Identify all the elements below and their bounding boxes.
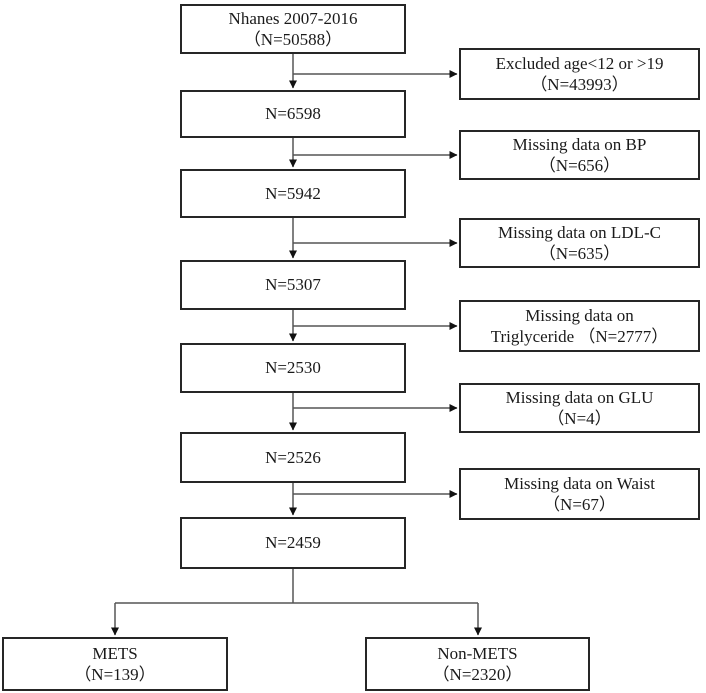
exclusion-box-glu: Missing data on GLU （N=4） (459, 383, 700, 433)
flow-box-n6598: N=6598 (180, 90, 406, 138)
exclusion-count: （N=656） (538, 156, 621, 175)
flow-box-count: N=2459 (265, 533, 321, 553)
exclusion-box-triglyceride: Missing data on Triglyceride （N=2777） (459, 300, 700, 352)
flow-box-n5942: N=5942 (180, 169, 406, 218)
flow-box-count: （N=50588） (243, 30, 343, 49)
outcome-count: （N=139） (74, 665, 156, 684)
exclusion-count: （N=67） (543, 495, 616, 514)
flow-box-count: N=5942 (265, 183, 321, 203)
exclusion-label: Missing data on Waist (504, 473, 655, 493)
flow-box-count: N=5307 (265, 275, 321, 295)
exclusion-box-bp: Missing data on BP （N=656） (459, 130, 700, 180)
exclusion-label: Excluded age<12 or >19 (495, 53, 664, 73)
outcome-box-non-mets: Non-METS （N=2320） (365, 637, 590, 691)
exclusion-label: Missing data on BP (512, 134, 647, 154)
exclusion-label: Missing data on (525, 305, 634, 325)
outcome-label: Non-METS (437, 643, 518, 663)
exclusion-box-waist: Missing data on Waist （N=67） (459, 468, 700, 520)
outcome-label: METS (92, 643, 138, 663)
exclusion-count: （N=43993） (530, 75, 629, 94)
outcome-box-mets: METS （N=139） (2, 637, 228, 691)
flow-box-nhanes-total: Nhanes 2007-2016 （N=50588） (180, 4, 406, 54)
flow-box-count: N=2526 (265, 447, 321, 467)
flow-box-n2526: N=2526 (180, 432, 406, 483)
exclusion-count: （N=635） (538, 244, 621, 263)
flow-box-count: N=6598 (265, 104, 321, 124)
flow-box-n2459: N=2459 (180, 517, 406, 569)
exclusion-count: （N=4） (547, 409, 612, 428)
flow-box-label: Nhanes 2007-2016 (228, 8, 358, 28)
exclusion-box-ldl-c: Missing data on LDL-C （N=635） (459, 218, 700, 268)
flow-box-n5307: N=5307 (180, 260, 406, 310)
exclusion-label: Missing data on LDL-C (498, 222, 661, 242)
outcome-count: （N=2320） (432, 665, 523, 684)
exclusion-count: Triglyceride （N=2777） (490, 327, 669, 346)
flow-box-count: N=2530 (265, 358, 321, 378)
exclusion-label: Missing data on GLU (505, 387, 654, 407)
exclusion-box-age: Excluded age<12 or >19 （N=43993） (459, 48, 700, 100)
flow-box-n2530: N=2530 (180, 343, 406, 393)
